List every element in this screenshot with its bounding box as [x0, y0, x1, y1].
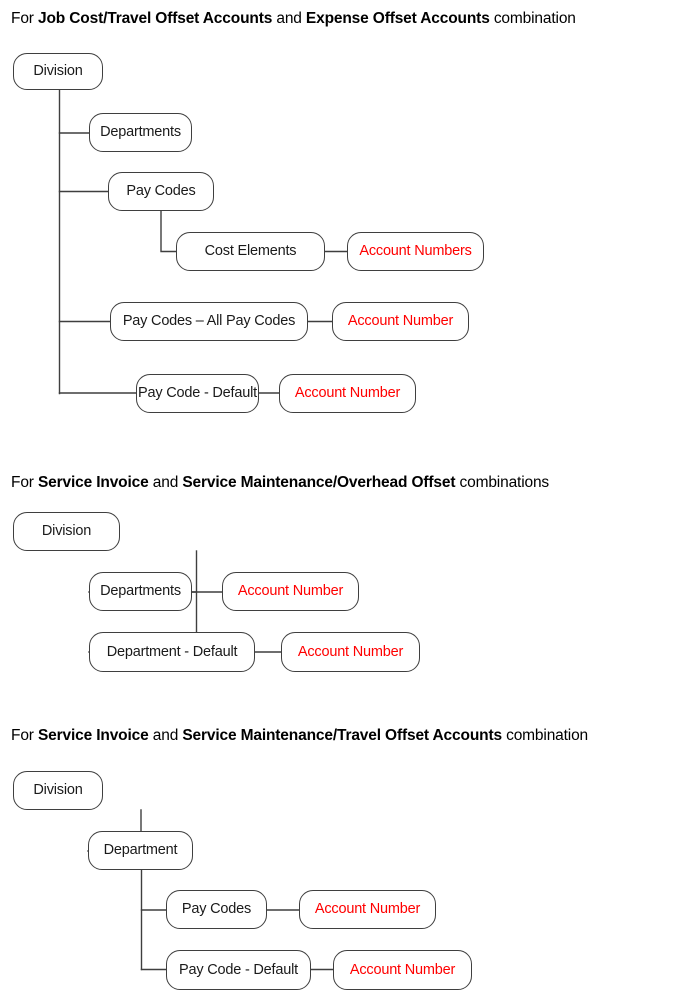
heading-prefix: For	[11, 727, 38, 744]
node-division-2[interactable]: Division	[13, 512, 120, 551]
node-account-number-4[interactable]: Account Number	[281, 632, 420, 672]
node-department-3[interactable]: Department	[88, 831, 193, 870]
section-1-heading: For Job Cost/Travel Offset Accounts and …	[11, 9, 576, 28]
node-account-number-3[interactable]: Account Number	[222, 572, 359, 611]
heading-conjunction: and	[272, 10, 306, 27]
heading-term-1: Service Invoice	[37, 727, 149, 744]
node-cost-elements[interactable]: Cost Elements	[176, 232, 325, 271]
node-account-number-2[interactable]: Account Number	[279, 374, 416, 413]
heading-term-1: Service Invoice	[37, 474, 149, 491]
node-account-number-6[interactable]: Account Number	[333, 950, 472, 990]
node-departments-2[interactable]: Departments	[89, 572, 192, 611]
heading-suffix: combination	[489, 10, 576, 27]
node-department-default[interactable]: Department - Default	[89, 632, 255, 672]
heading-conjunction: and	[148, 727, 183, 744]
heading-conjunction: and	[148, 474, 183, 491]
heading-term-2: Service Maintenance/Travel Offset Accoun…	[182, 727, 502, 744]
node-division-3[interactable]: Division	[13, 771, 103, 810]
node-account-number-1[interactable]: Account Number	[332, 302, 469, 341]
heading-term-2: Expense Offset Accounts	[305, 10, 490, 27]
heading-term-1: Job Cost/Travel Offset Accounts	[37, 10, 273, 27]
node-departments[interactable]: Departments	[89, 113, 192, 152]
heading-suffix: combination	[501, 727, 589, 744]
node-account-number-5[interactable]: Account Number	[299, 890, 436, 929]
s1-branch-cost-elements	[160, 210, 177, 253]
node-pay-code-default[interactable]: Pay Code - Default	[136, 374, 259, 413]
heading-prefix: For	[11, 474, 38, 491]
node-pay-codes-3[interactable]: Pay Codes	[166, 890, 267, 929]
node-pay-code-default-3[interactable]: Pay Code - Default	[166, 950, 311, 990]
heading-suffix: combinations	[455, 474, 550, 491]
section-2-heading: For Service Invoice and Service Maintena…	[11, 473, 549, 492]
node-account-numbers[interactable]: Account Numbers	[347, 232, 484, 271]
heading-term-2: Service Maintenance/Overhead Offset	[182, 474, 456, 491]
node-pay-codes[interactable]: Pay Codes	[108, 172, 214, 211]
node-division[interactable]: Division	[13, 53, 103, 90]
node-pay-codes-all-pay-codes[interactable]: Pay Codes – All Pay Codes	[110, 302, 308, 341]
section-3-heading: For Service Invoice and Service Maintena…	[11, 726, 588, 745]
heading-prefix: For	[11, 10, 38, 27]
